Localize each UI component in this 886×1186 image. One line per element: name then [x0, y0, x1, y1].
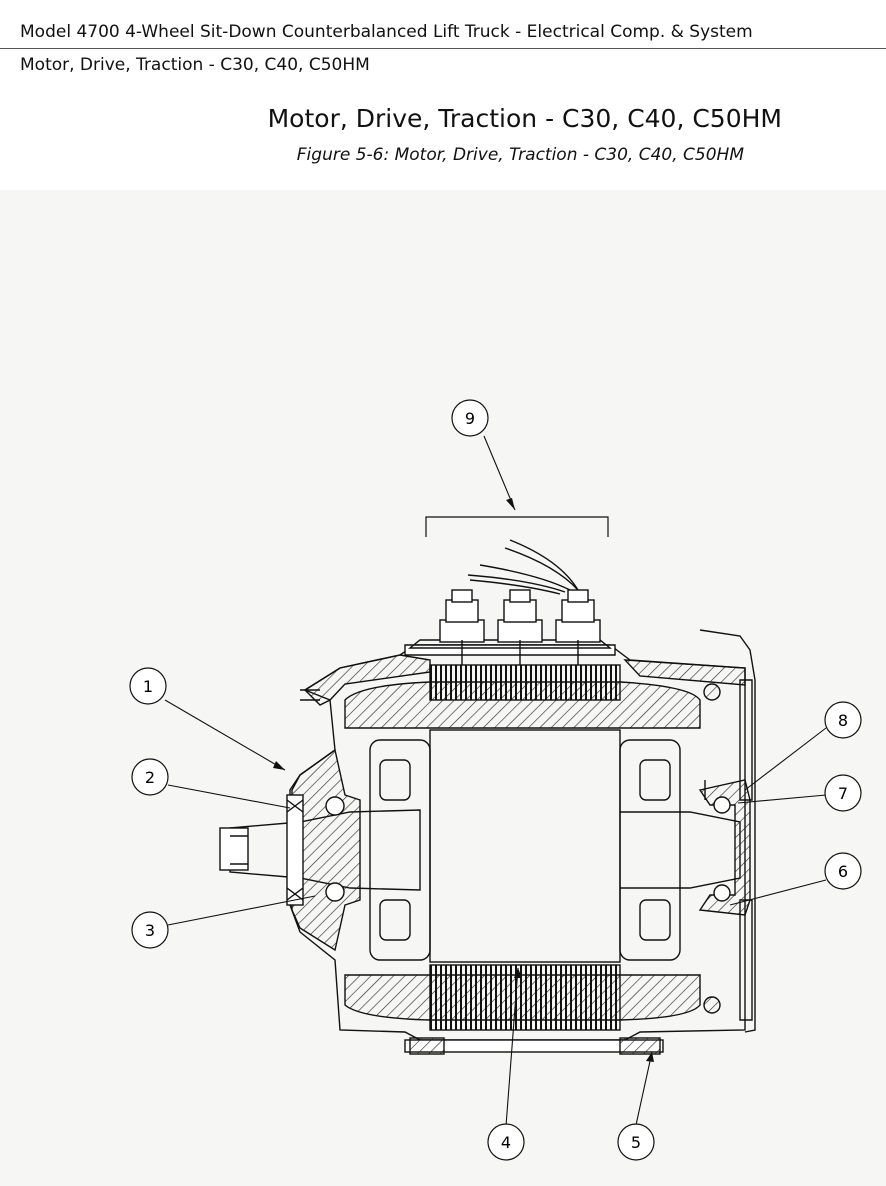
laminations-bottom — [429, 964, 621, 1031]
housing-shell-top-right — [623, 659, 746, 686]
wire-3 — [479, 564, 571, 591]
svg-text:2: 2 — [145, 768, 155, 787]
page-header: Model 4700 4-Wheel Sit-Down Counterbalan… — [0, 0, 886, 80]
right-bearing-ball-top — [713, 796, 731, 814]
right-bearing-ball-bottom — [713, 884, 731, 902]
header-divider — [0, 48, 886, 49]
wire-1 — [509, 539, 579, 591]
svg-text:7: 7 — [838, 784, 848, 803]
armature-core — [429, 729, 621, 963]
left-bearing-ball-bottom — [325, 882, 345, 902]
svg-text:6: 6 — [838, 862, 848, 881]
svg-text:3: 3 — [145, 921, 155, 940]
left-bearing-ball-top — [325, 796, 345, 816]
wire-2 — [504, 547, 579, 591]
svg-text:5: 5 — [631, 1133, 641, 1152]
terminal-post-2 — [497, 589, 543, 665]
right-end-cover — [699, 629, 756, 1033]
leader-arrowheads — [273, 498, 654, 1062]
page-title: Motor, Drive, Traction - C30, C40, C50HM — [267, 104, 782, 133]
laminations-top — [429, 664, 621, 701]
callout-6: 6 — [824, 852, 862, 890]
terminal-post-3 — [555, 589, 601, 665]
callout-1: 1 — [129, 667, 167, 705]
wire-4 — [467, 574, 566, 593]
document-title: Model 4700 4-Wheel Sit-Down Counterbalan… — [20, 22, 753, 42]
figure-caption: Figure 5-6: Motor, Drive, Traction - C30… — [296, 145, 744, 165]
callout-2: 2 — [131, 758, 169, 796]
svg-text:4: 4 — [501, 1133, 511, 1152]
leader-lines — [164, 435, 827, 1127]
callout-9: 9 — [451, 399, 489, 437]
terminal-block — [404, 644, 616, 656]
shaft-spline — [219, 827, 249, 871]
wire-5 — [469, 579, 561, 595]
svg-text:9: 9 — [465, 409, 475, 428]
callout-4: 4 — [487, 1123, 525, 1161]
callout-3: 3 — [131, 911, 169, 949]
callout-8: 8 — [824, 701, 862, 739]
section-breadcrumb: Motor, Drive, Traction - C30, C40, C50HM — [20, 55, 370, 75]
callout-7: 7 — [824, 774, 862, 812]
svg-text:8: 8 — [838, 711, 848, 730]
svg-text:1: 1 — [143, 677, 153, 696]
bracket-9 — [425, 516, 609, 537]
tie-bolt — [404, 1039, 664, 1053]
terminal-post-1 — [439, 589, 485, 665]
callout-5: 5 — [617, 1123, 655, 1161]
